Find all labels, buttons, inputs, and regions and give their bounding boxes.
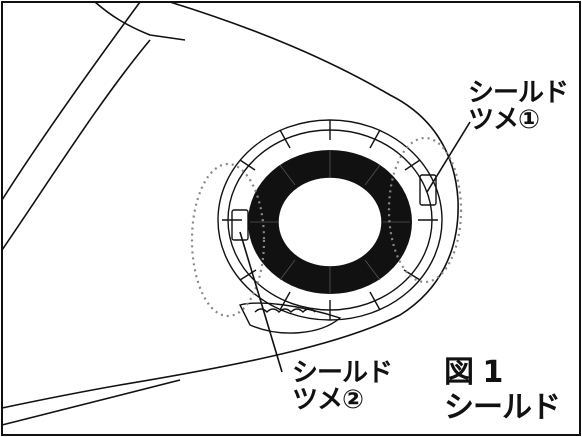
figure-title: 図 1 シールド: [444, 355, 561, 425]
adjust-knob: [238, 302, 342, 334]
claw-2-label-line2: ツメ②: [292, 385, 364, 416]
helmet-outline: [1, 1, 459, 426]
claw-2-leader: [239, 231, 283, 373]
claw-1-label: シールド ツメ①: [468, 78, 569, 136]
claw-1-leader: [426, 121, 471, 193]
claw-1-label-line2: ツメ①: [468, 105, 540, 136]
figure-caption: シールド: [444, 389, 561, 425]
claw-2-label-line1: シールド: [292, 358, 393, 388]
black-ring: [248, 150, 412, 294]
claw-1-label-line1: シールド: [468, 78, 569, 108]
claw-2-callout: [190, 162, 266, 318]
figure-number: 図 1: [444, 355, 503, 390]
claw-2-label: シールド ツメ②: [292, 358, 393, 416]
claw-1-callout: [387, 136, 463, 284]
